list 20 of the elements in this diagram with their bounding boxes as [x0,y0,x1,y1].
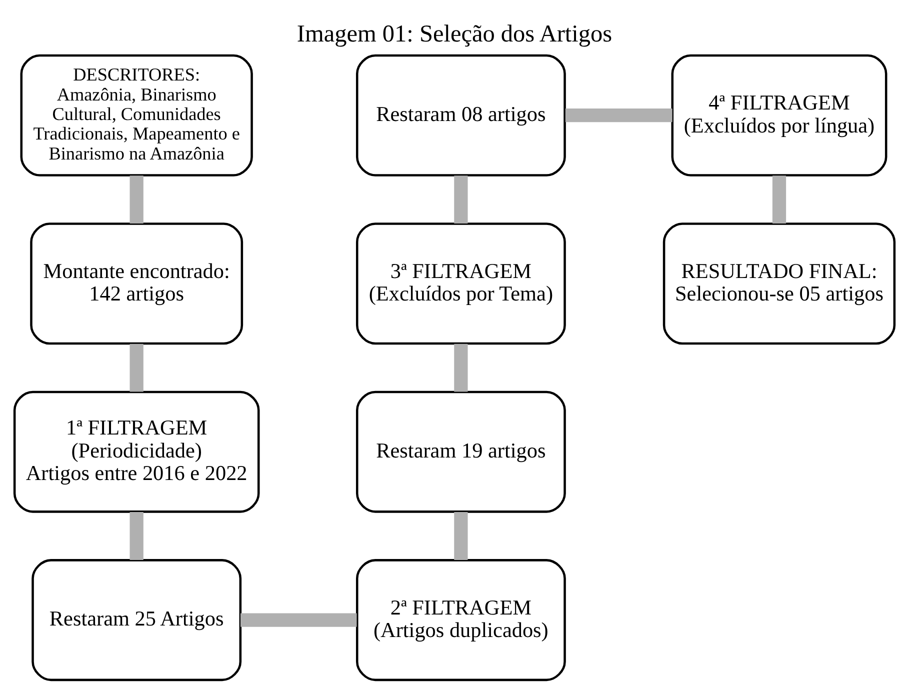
node-box: RESULTADO FINAL: Selecionou-se 05 artigos [662,222,896,344]
node-box: 3ª FILTRAGEM (Excluídos por Tema) [356,222,566,344]
connector [240,612,357,626]
connector [130,512,144,560]
node-box: Montante encontrado: 142 artigos [30,222,244,344]
node-box: Restaram 19 artigos [356,390,566,512]
node-box: 2ª FILTRAGEM (Artigos duplicados) [356,558,566,681]
connector [130,175,144,224]
diagram-title: Imagem 01: Seleção dos Artigos [296,20,612,48]
node-box: Restaram 08 artigos [356,54,566,176]
connector [130,343,144,392]
connector [772,175,786,224]
node-box: Restaram 25 Artigos [32,558,242,681]
connector [565,108,672,122]
node-box: 1ª FILTRAGEM (Periodicidade) Artigos entre 2016 e 2022 [13,390,260,512]
node-box: DESCRITORES: Amazônia, Binarismo Cultural, Comunidades Tradicionais, Mapeamento e Binarismo na Amazônia [20,54,253,176]
connector [454,343,468,392]
connector [454,512,468,560]
connector [454,175,468,224]
node-box: 4ª FILTRAGEM (Excluídos por língua) [671,54,888,176]
